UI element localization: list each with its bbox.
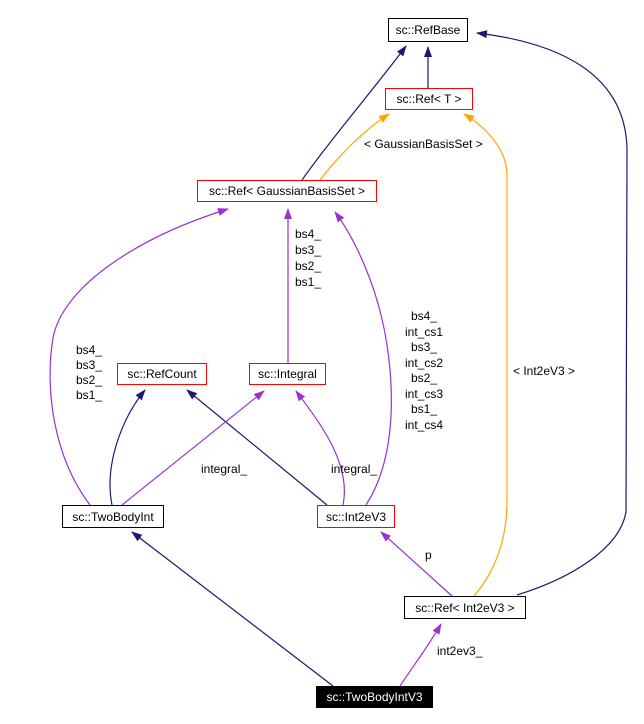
edge-label-integral-left: integral_ (201, 462, 248, 476)
node-sc-ref-int2ev3[interactable]: sc::Ref< Int2eV3 > (404, 596, 526, 619)
edge-label-line: bs4_ (295, 227, 322, 241)
edge-label-line: bs1_ (410, 402, 438, 416)
edge-label-line: int_cs1 (404, 324, 444, 339)
edge-label-line: bs4_ (76, 343, 103, 357)
edge-twobodyint-uses-integral (121, 390, 265, 506)
edge-ref-int2ev3-inherits-refbase (476, 30, 628, 596)
edge-label-line: bs2_ (295, 259, 322, 273)
edge-label-line: int_cs4 (404, 417, 444, 432)
edge-label-line: bs3_ (76, 358, 103, 372)
node-sc-integral[interactable]: sc::Integral (249, 363, 326, 385)
edge-label-line: bs1_ (295, 275, 322, 289)
edge-label-bs-members-integral: bs4_ bs3_ bs2_ bs1_ (295, 226, 321, 290)
edge-twobodyint-inherits-refcount (109, 389, 146, 506)
edge-int2ev3-uses-integral (295, 390, 345, 506)
edge-label-line: bs3_ (410, 340, 438, 354)
edge-twobodyintv3-inherits-twobodyint (131, 531, 334, 687)
edge-label-line: int_cs2 (404, 355, 444, 370)
edge-label-int2ev3: int2ev3_ (437, 644, 483, 658)
edge-label-line: int_cs3 (404, 386, 444, 401)
edge-label-bs-members-twobodyint: bs4_ bs3_ bs2_ bs1_ (76, 343, 102, 403)
edge-label-line: bs1_ (76, 388, 103, 402)
edge-label-template-int2ev3: < Int2eV3 > (513, 364, 576, 378)
edge-twobodyintv3-uses-ref-int2ev3 (399, 623, 442, 687)
node-sc-refcount[interactable]: sc::RefCount (117, 363, 207, 385)
edge-ref-int2ev3-template-ref-t (463, 113, 508, 597)
node-sc-twobodyintv3: sc::TwoBodyIntV3 (316, 686, 433, 708)
node-sc-refbase[interactable]: sc::RefBase (388, 18, 468, 42)
edge-label-integral-right: integral_ (331, 462, 378, 476)
edge-label-template-gaussianbasisset: < GaussianBasisSet > (364, 137, 483, 151)
edge-label-bs-intcs-members-int2ev3: bs4_ int_cs1 bs3_ int_cs2 bs2_ int_cs3 b… (397, 309, 451, 433)
node-sc-twobodyint[interactable]: sc::TwoBodyInt (62, 505, 164, 528)
edge-label-line: bs2_ (76, 373, 103, 387)
edge-ref-gbs-template-ref-t (319, 113, 390, 181)
edge-label-line: bs3_ (295, 243, 322, 257)
edge-ref-int2ev3-uses-int2ev3 (380, 531, 453, 597)
edge-ref-gbs-inherits-refbase (301, 45, 407, 181)
edge-int2ev3-inherits-refcount (186, 389, 328, 506)
node-sc-ref-gaussianbasisset[interactable]: sc::Ref< GaussianBasisSet > (197, 180, 377, 202)
edge-label-line: bs2_ (410, 371, 438, 385)
node-sc-int2ev3[interactable]: sc::Int2eV3 (317, 505, 395, 528)
edge-label-p: p (425, 548, 432, 562)
edge-label-line: bs4_ (410, 309, 438, 323)
edge-int2ev3-uses-ref-gbs (334, 211, 392, 506)
node-sc-ref-t[interactable]: sc::Ref< T > (385, 88, 473, 110)
edge-twobodyint-uses-ref-gbs (49, 208, 229, 506)
